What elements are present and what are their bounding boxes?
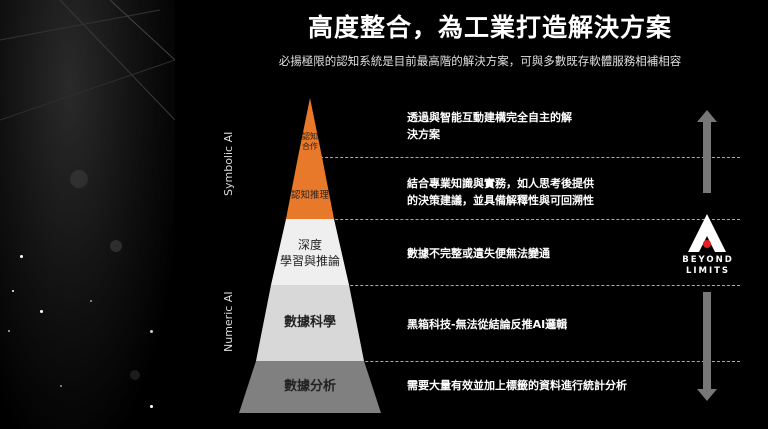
tier-description: 數據不完整或遺失便無法變通 (407, 247, 550, 260)
pyramid-tier-data-analytics (239, 361, 381, 413)
separator-line (300, 219, 740, 220)
logo-text-line1: BEYOND (682, 255, 734, 265)
pyramid-tier-data-science (256, 285, 364, 361)
tier-description: 透過與智能互動建構完全自主的解 決方案 (407, 111, 572, 141)
pyramid-tier-label: 認知推理 (290, 190, 329, 201)
bokeh-dot (70, 170, 88, 188)
separator-line (300, 285, 740, 286)
separator-line (300, 157, 740, 158)
bokeh-dot (12, 290, 14, 292)
pyramid-tier-label: 認知 合作 (302, 132, 318, 152)
pyramid-tier-label: 深度 學習與推論 (279, 238, 340, 268)
bokeh-dot (90, 300, 92, 302)
page-title: 高度整合，為工業打造解決方案 (307, 13, 672, 42)
bokeh-dot (130, 370, 140, 380)
pyramid-tier-cognitive-reasoning (286, 157, 334, 219)
decorative-background (0, 0, 175, 429)
bokeh-dot (150, 405, 153, 408)
bokeh-dot (60, 385, 62, 387)
pyramid-tier-label: 數據科學 (283, 315, 336, 330)
pyramid-tier-cognitive-collaboration (298, 98, 322, 157)
bokeh-dot (150, 330, 153, 333)
bokeh-dot (8, 330, 10, 332)
pyramid-tier-deep-learning (271, 219, 349, 285)
tier-description: 黑箱科技-無法從結論反推AI邏輯 (407, 318, 568, 331)
background-lines (0, 0, 175, 121)
bokeh-dot (40, 310, 43, 313)
bokeh-dot (20, 255, 23, 258)
logo-text-line2: LIMITS (685, 266, 731, 276)
page-subtitle: 必揚極限的認知系統是目前最高階的解決方案，可與多數既存軟體服務相補相容 (278, 54, 682, 68)
bokeh-dot (110, 240, 122, 252)
pyramid-tier-label: 數據分析 (283, 379, 336, 394)
tier-description: 結合專業知識與實務，如人思考後提供 的決策建議，並具備解釋性與可回溯性 (407, 177, 594, 207)
tier-description: 需要大量有效並加上標籤的資料進行統計分析 (407, 379, 627, 392)
separator-line (300, 361, 740, 362)
